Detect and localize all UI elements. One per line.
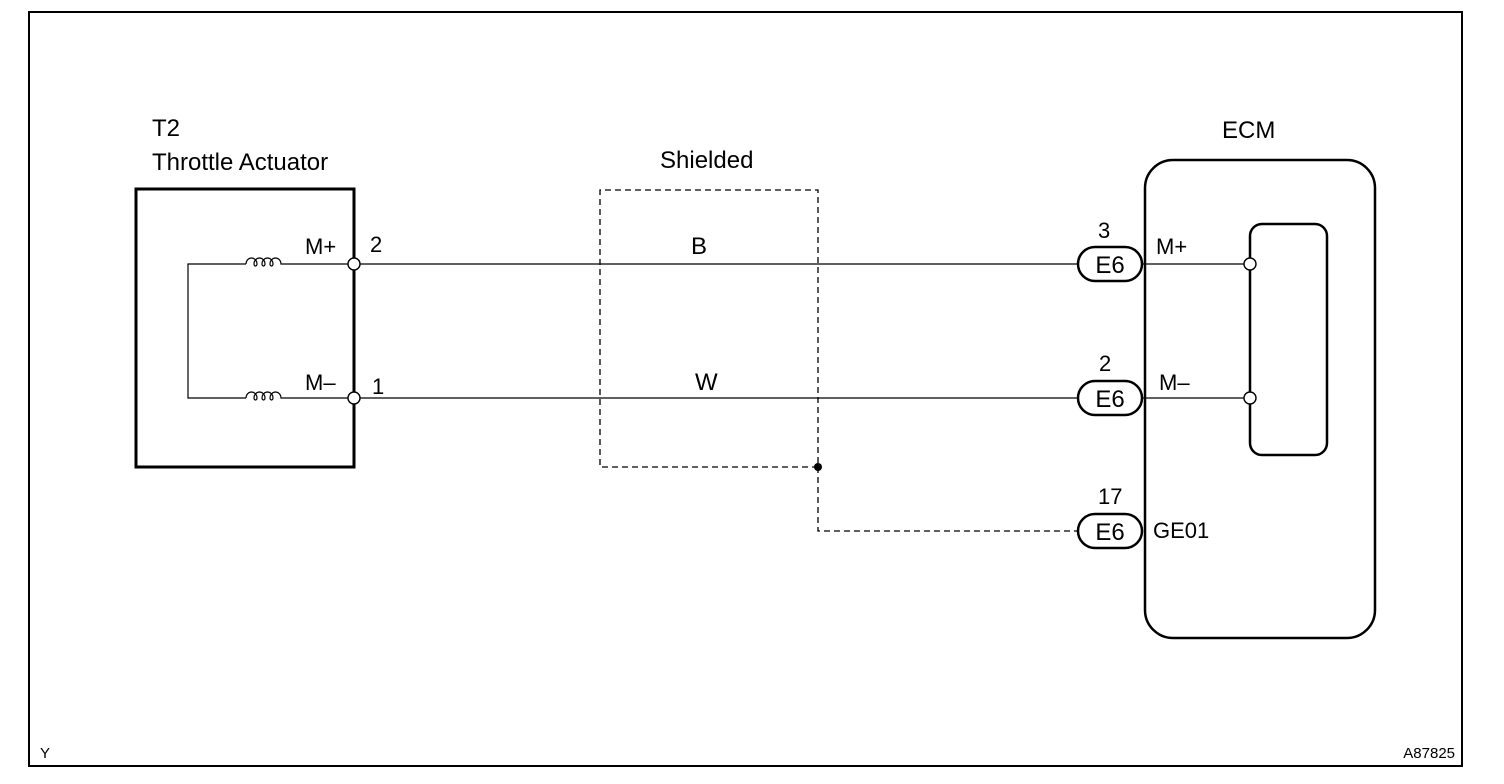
actuator-pin-number-1: 1 <box>372 374 384 399</box>
connector-e6-pin3 <box>1076 245 1144 283</box>
connector-e6-pin3-code: E6 <box>1095 252 1124 279</box>
wire-color-b: B <box>691 233 707 260</box>
connector-e6-pin17-code: E6 <box>1095 519 1124 546</box>
throttle-actuator-box <box>134 187 356 469</box>
connector-e6-pin2-code: E6 <box>1095 386 1124 413</box>
ecm-label: ECM <box>1222 117 1275 144</box>
ecm-internal-circuit <box>1248 222 1329 457</box>
connector-pin-number-3: 3 <box>1098 218 1110 243</box>
connector-pin-number-2: 2 <box>1099 351 1111 376</box>
shield-outline <box>599 189 1078 532</box>
shield-label: Shielded <box>660 147 753 174</box>
connector-e6-pin2 <box>1076 379 1144 417</box>
motor-coil-upper-icon <box>245 257 354 267</box>
actuator-pin-number-2: 2 <box>370 232 382 257</box>
ecm-terminal-label-ge01: GE01 <box>1153 518 1209 543</box>
shield-junction-dot <box>814 463 822 471</box>
actuator-pin-label-m-minus: M– <box>305 370 336 395</box>
diagram-frame <box>28 11 1463 767</box>
ecm-terminal-label-m-plus: M+ <box>1156 234 1187 259</box>
wire-color-w: W <box>695 369 718 396</box>
actuator-internal-wire <box>187 263 246 399</box>
ecm-box <box>1143 158 1377 640</box>
ecm-terminal-m-plus <box>1243 257 1257 271</box>
motor-coil-lower-icon <box>245 391 354 401</box>
connector-e6-pin17 <box>1076 512 1144 550</box>
actuator-name: Throttle Actuator <box>152 149 328 176</box>
actuator-pin-label-m-plus: M+ <box>305 234 336 259</box>
actuator-terminal-m-plus <box>347 257 361 271</box>
ecm-terminal-label-m-minus: M– <box>1159 370 1190 395</box>
footer-left-code: Y <box>40 745 50 762</box>
actuator-terminal-m-minus <box>347 391 361 405</box>
figure-id: A87825 <box>1403 745 1455 762</box>
actuator-id: T2 <box>152 115 180 142</box>
ecm-terminal-m-minus <box>1243 391 1257 405</box>
connector-pin-number-17: 17 <box>1098 484 1122 509</box>
